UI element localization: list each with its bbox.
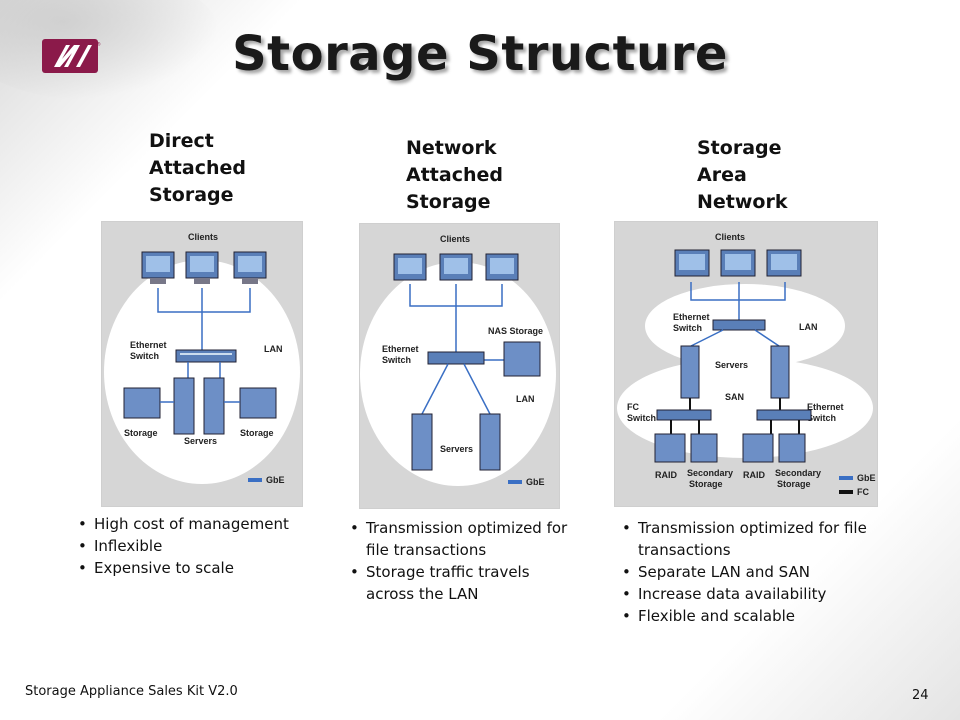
server-icon	[680, 345, 790, 399]
san-bullets: Transmission optimized for file transact…	[618, 517, 878, 627]
svg-text:Clients: Clients	[188, 232, 218, 242]
svg-text:NAS Storage: NAS Storage	[488, 326, 543, 336]
svg-text:Switch: Switch	[130, 351, 159, 361]
slide-title: Storage Structure	[232, 26, 728, 82]
svg-text:FC: FC	[627, 402, 639, 412]
svg-text:LAN: LAN	[516, 394, 535, 404]
svg-text:GbE: GbE	[857, 473, 876, 483]
fc-switch-icon	[656, 409, 812, 421]
client-monitor-icon	[141, 251, 267, 284]
svg-text:Clients: Clients	[715, 232, 745, 242]
ethernet-switch-icon	[175, 349, 237, 363]
svg-text:Ethernet: Ethernet	[130, 340, 167, 350]
list-item: Transmission optimized for file transact…	[618, 517, 878, 561]
svg-text:FC: FC	[857, 487, 869, 497]
svg-text:Ethernet: Ethernet	[382, 344, 419, 354]
svg-text:Ethernet: Ethernet	[673, 312, 710, 322]
page-number: 24	[912, 688, 929, 703]
svg-text:Secondary: Secondary	[687, 468, 733, 478]
svg-text:Switch: Switch	[627, 413, 656, 423]
svg-text:Storage: Storage	[689, 479, 723, 489]
svg-text:Switch: Switch	[673, 323, 702, 333]
svg-text:Switch: Switch	[382, 355, 411, 365]
svg-text:Clients: Clients	[440, 234, 470, 244]
svg-text:GbE: GbE	[526, 477, 545, 487]
client-monitor-icon	[674, 249, 802, 277]
list-item: Inflexible	[74, 535, 334, 557]
svg-text:RAID: RAID	[743, 470, 765, 480]
footer-text: Storage Appliance Sales Kit V2.0	[25, 684, 238, 699]
svg-text:LAN: LAN	[264, 344, 283, 354]
das-bullets: High cost of management Inflexible Expen…	[74, 513, 334, 579]
list-item: Storage traffic travels across the LAN	[346, 561, 576, 605]
list-item: Flexible and scalable	[618, 605, 878, 627]
svg-text:RAID: RAID	[655, 470, 677, 480]
company-logo: ®	[42, 39, 101, 73]
das-diagram: Clients Ethernet Switch LAN Storage Serv…	[101, 221, 303, 507]
list-item: High cost of management	[74, 513, 334, 535]
svg-text:SAN: SAN	[725, 392, 744, 402]
svg-text:Storage: Storage	[777, 479, 811, 489]
svg-text:®: ®	[96, 41, 101, 48]
list-item: Transmission optimized for file transact…	[346, 517, 576, 561]
client-monitor-icon	[393, 253, 519, 281]
svg-text:Storage: Storage	[240, 428, 274, 438]
nas-diagram: Clients NAS Storage Ethernet Switch LAN …	[359, 223, 560, 509]
ethernet-switch-icon	[712, 319, 766, 331]
svg-text:Secondary: Secondary	[775, 468, 821, 478]
raid-storage-icon	[654, 433, 806, 463]
svg-text:LAN: LAN	[799, 322, 818, 332]
svg-text:Storage: Storage	[124, 428, 158, 438]
ethernet-switch-icon	[427, 351, 485, 365]
list-item: Expensive to scale	[74, 557, 334, 579]
svg-text:Servers: Servers	[184, 436, 217, 446]
san-diagram: Clients Ethernet Switch LAN Servers SAN …	[614, 221, 878, 507]
svg-text:Servers: Servers	[440, 444, 473, 454]
svg-text:GbE: GbE	[266, 475, 285, 485]
nas-bullets: Transmission optimized for file transact…	[346, 517, 576, 605]
storage-server-icon	[123, 377, 277, 435]
svg-text:Switch: Switch	[807, 413, 836, 423]
list-item: Increase data availability	[618, 583, 878, 605]
svg-text:Servers: Servers	[715, 360, 748, 370]
server-icon	[411, 413, 501, 471]
nas-storage-icon	[503, 341, 541, 377]
list-item: Separate LAN and SAN	[618, 561, 878, 583]
svg-text:Ethernet: Ethernet	[807, 402, 844, 412]
